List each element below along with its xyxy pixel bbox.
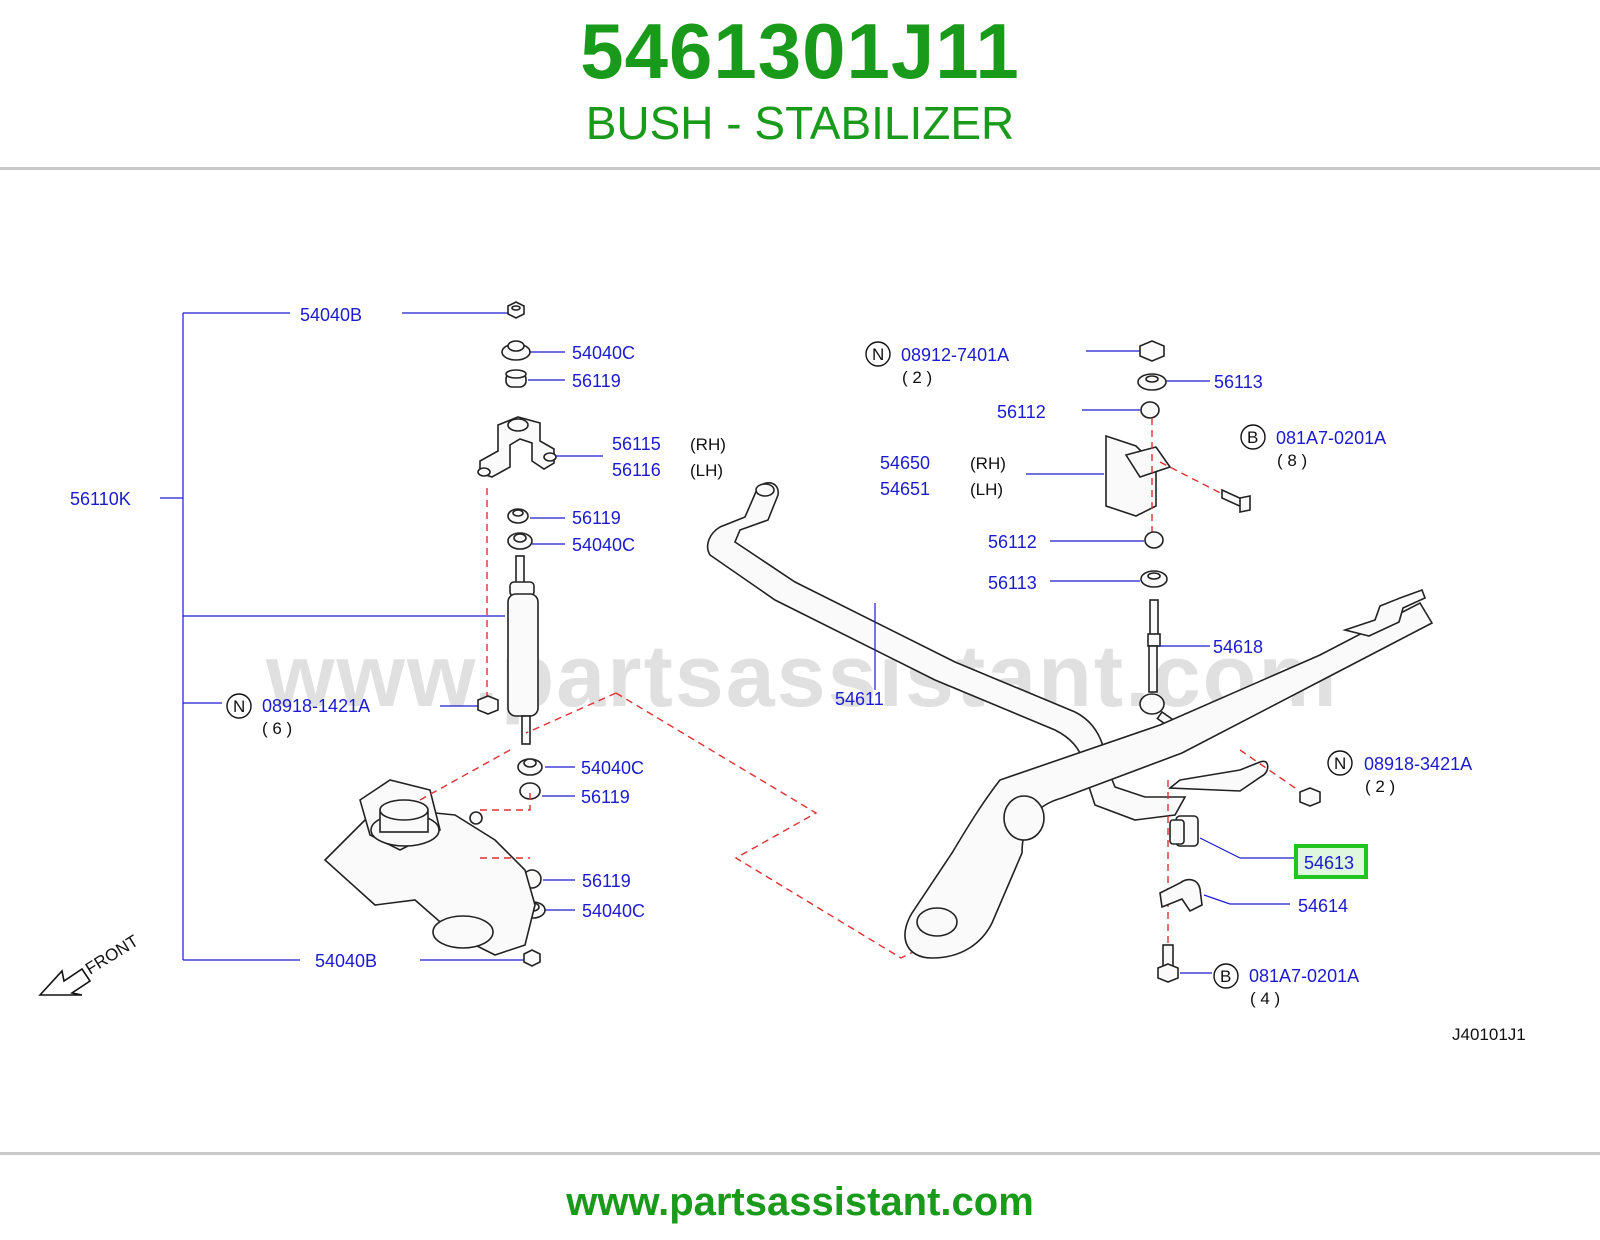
footer-divider: [0, 1152, 1600, 1155]
label-56112-1: 56112: [997, 402, 1046, 422]
clamp-54614: [1159, 878, 1290, 913]
bolt-081A7-top: [1221, 488, 1251, 513]
label-54040C-3: 54040C: [581, 758, 644, 778]
label-56112-2: 56112: [988, 532, 1037, 552]
badge-n-2-letter: N: [872, 345, 884, 364]
badge-n-2: [865, 341, 891, 367]
label-56113-2: 56113: [988, 573, 1037, 593]
label-56115-side: (RH): [690, 435, 726, 454]
label-56116-side: (LH): [690, 461, 723, 480]
label-54650-side: (RH): [970, 454, 1006, 473]
bracket-54650: [1026, 418, 1235, 540]
label-56119-1: 56119: [572, 371, 621, 391]
diagram-code: J40101J1: [1452, 1025, 1526, 1044]
badge-b-1-letter: B: [1247, 428, 1258, 447]
label-56115: 56115: [612, 434, 661, 454]
label-56119-4: 56119: [582, 871, 631, 891]
label-08918-1421A: 08918-1421A: [262, 696, 370, 716]
bush-56119-4: [522, 869, 575, 889]
label-54651-side: (LH): [970, 480, 1003, 499]
badge-n-3: [1327, 750, 1353, 776]
label-56119-2: 56119: [572, 508, 621, 528]
nut-54040B-bottom: [420, 949, 541, 967]
badge-b-2: [1213, 963, 1239, 989]
part-number-title: 5461301J11: [580, 7, 1020, 95]
label-54618: 54618: [1213, 637, 1263, 657]
bush-56119-2: [507, 508, 565, 524]
bracket-56115: [477, 416, 603, 478]
label-54611: 54611: [835, 689, 884, 709]
bush-56119-1: [505, 369, 565, 388]
label-08918-1421A-qty: ( 6 ): [262, 719, 292, 738]
link-rod-54618: [1139, 599, 1210, 728]
label-54040C-4: 54040C: [582, 901, 645, 921]
washer-54040C-1: [501, 340, 565, 361]
label-54040C-2: 54040C: [572, 535, 635, 555]
badge-b-1: [1240, 424, 1266, 450]
nut-08912-7401A: [1086, 340, 1165, 362]
label-54651: 54651: [880, 479, 930, 499]
washer-54040C-3: [517, 758, 575, 776]
lower-mount-knuckle: [323, 749, 536, 956]
nut-08918-3421A: [1239, 749, 1321, 807]
highlight-box-54613: [1294, 844, 1368, 879]
shock-absorber: [486, 488, 539, 745]
badge-n-1: [226, 693, 252, 719]
label-54614: 54614: [1298, 896, 1348, 916]
watermark-text: www.partsassistant.com: [265, 626, 1339, 725]
label-54040C-1: 54040C: [572, 343, 635, 363]
washer-54040C-2: [507, 532, 565, 550]
nut-54040B-top: [402, 301, 525, 319]
label-081A7-bottom-qty: ( 4 ): [1250, 989, 1280, 1008]
label-08918-3421A-qty: ( 2 ): [1365, 777, 1395, 796]
front-arrow-icon: [38, 967, 92, 996]
assembly-bracket-56110K: [160, 312, 505, 961]
badge-n-3-letter: N: [1334, 754, 1346, 773]
bush-56112-2: [1050, 531, 1164, 549]
badge-b-2-letter: B: [1220, 967, 1231, 986]
label-54040B-top: 54040B: [300, 305, 362, 325]
transverse-arm: [904, 588, 1434, 959]
label-56119-3: 56119: [581, 787, 630, 807]
reference-dashed-line: [525, 692, 922, 959]
stabilizer-bar-54611: [706, 482, 1187, 821]
label-54650: 54650: [880, 453, 930, 473]
footer-url-link[interactable]: www.partsassistant.com: [566, 1180, 1034, 1224]
bolt-081A7-bottom: [1157, 944, 1212, 983]
label-08912-7401A-qty: ( 2 ): [902, 368, 932, 387]
nut-08918-1421A: [440, 695, 499, 715]
label-56116: 56116: [612, 460, 661, 480]
label-56113-1: 56113: [1214, 372, 1263, 392]
front-label: FRONT: [82, 931, 142, 978]
label-08918-3421A: 08918-3421A: [1364, 754, 1472, 774]
washer-56113-1: [1137, 373, 1210, 391]
badge-n-1-letter: N: [233, 697, 245, 716]
label-081A7-top-qty: ( 8 ): [1277, 451, 1307, 470]
label-54040B-bottom: 54040B: [315, 951, 377, 971]
label-08912-7401A: 08912-7401A: [901, 345, 1009, 365]
bush-56112-1: [1082, 401, 1160, 419]
header-divider: [0, 167, 1600, 170]
washer-56113-2: [1050, 570, 1168, 588]
label-54613: 54613: [1304, 853, 1354, 873]
bushing-54613: [1167, 780, 1296, 960]
label-081A7-bottom: 081A7-0201A: [1249, 966, 1359, 986]
part-name-subtitle: BUSH - STABILIZER: [585, 97, 1015, 149]
label-56110K: 56110K: [70, 489, 131, 509]
bush-56119-3: [519, 782, 575, 800]
label-081A7-top: 081A7-0201A: [1276, 428, 1386, 448]
